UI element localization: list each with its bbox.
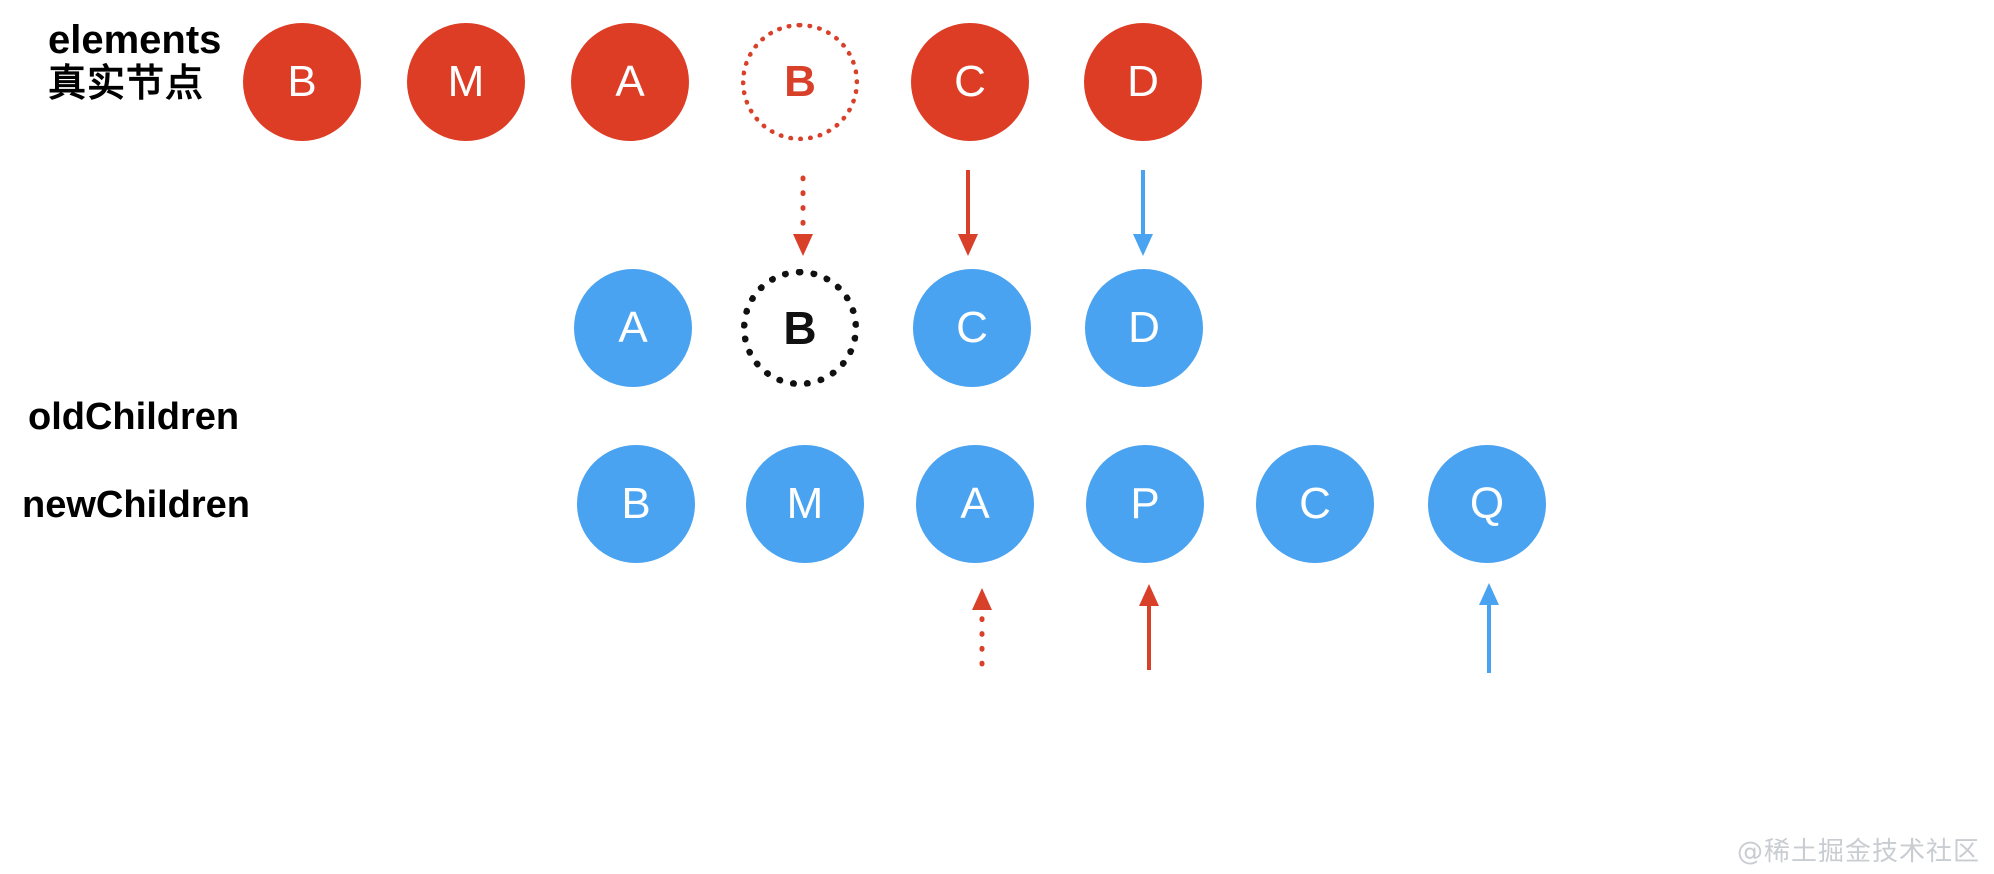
node-newchildren-0-b: B xyxy=(577,445,695,563)
arrow-elementsB-to-oldB xyxy=(790,175,816,256)
node-oldchildren-1-b: B xyxy=(741,269,859,387)
row-label-elements-cjk: 真实节点 xyxy=(48,62,205,105)
node-elements-2-a: A xyxy=(571,23,689,141)
node-newchildren-4-c: C xyxy=(1256,445,1374,563)
arrow-up-under-newA xyxy=(969,588,995,667)
node-newchildren-1-m: M xyxy=(746,445,864,563)
arrow-elementsD-to-oldD xyxy=(1130,170,1156,256)
node-newchildren-2-a: A xyxy=(916,445,1034,563)
arrow-up-under-newP xyxy=(1136,584,1162,670)
node-oldchildren-0-a: A xyxy=(574,269,692,387)
node-elements-1-m: M xyxy=(407,23,525,141)
node-elements-4-c: C xyxy=(911,23,1029,141)
node-newchildren-5-q: Q xyxy=(1428,445,1546,563)
arrow-up-under-newQ xyxy=(1476,583,1502,673)
arrow-elementsC-to-oldC xyxy=(955,170,981,256)
node-oldchildren-3-d: D xyxy=(1085,269,1203,387)
node-elements-0-b: B xyxy=(243,23,361,141)
row-label-elements-latin: elements xyxy=(48,18,222,62)
node-elements-3-b: B xyxy=(741,23,859,141)
watermark: @稀土掘金技术社区 xyxy=(1736,837,1980,867)
node-newchildren-3-p: P xyxy=(1086,445,1204,563)
node-elements-5-d: D xyxy=(1084,23,1202,141)
row-label-oldchildren: oldChildren xyxy=(28,396,240,438)
node-oldchildren-2-c: C xyxy=(913,269,1031,387)
row-label-elements: elements 真实节点 xyxy=(48,18,221,105)
row-label-newchildren: newChildren xyxy=(22,484,251,526)
